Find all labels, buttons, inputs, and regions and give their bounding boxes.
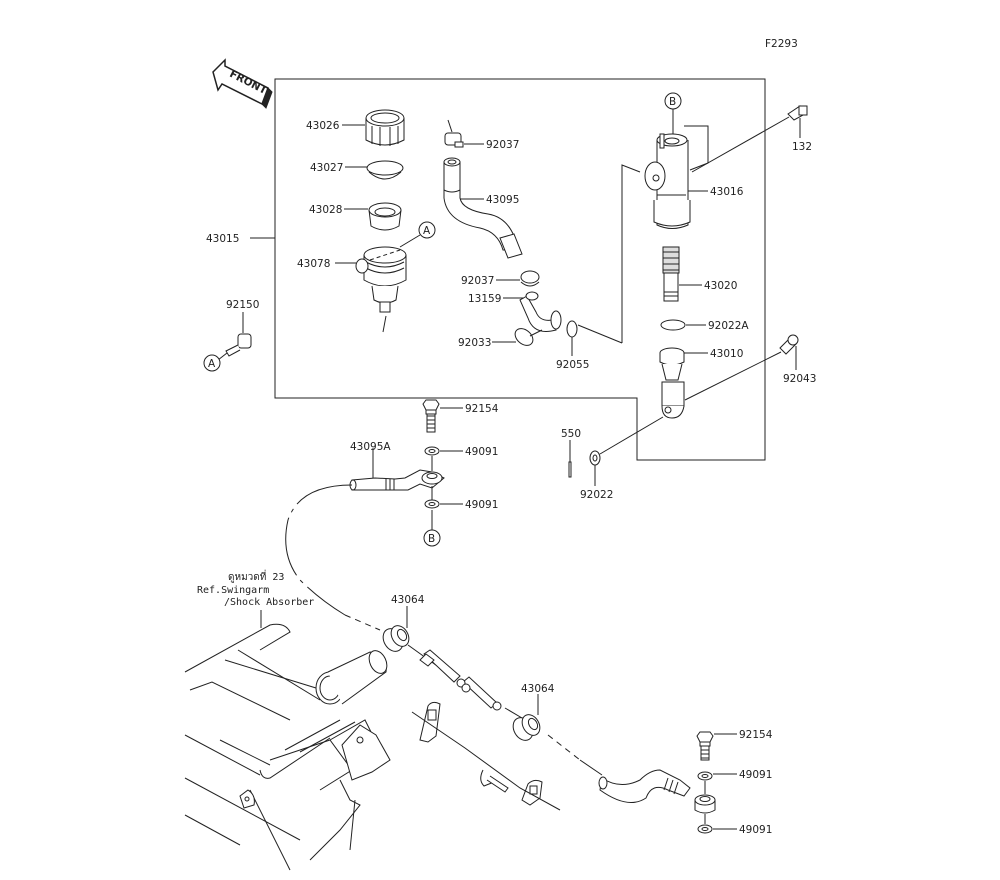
part-49091-washer-1[interactable] (424, 446, 440, 456)
part-92055-o-ring[interactable] (566, 320, 578, 338)
part-label-43026[interactable]: 43026 (306, 120, 340, 132)
part-92043-pin[interactable] (779, 334, 799, 355)
part-43027-diaphragm-plate[interactable] (366, 160, 404, 180)
hose-protector-tubes (419, 649, 502, 711)
part-550-cotter-pin[interactable] (568, 461, 572, 478)
part-label-43064-1[interactable]: 43064 (391, 594, 425, 606)
part-43078-reservoir[interactable] (355, 246, 407, 333)
part-label-49091-3[interactable]: 49091 (739, 769, 772, 781)
svg-text:B: B (428, 533, 435, 545)
part-92033-circlip[interactable] (512, 325, 536, 349)
part-label-92043[interactable]: 92043 (783, 373, 816, 385)
hose-clip-2 (480, 769, 509, 793)
part-43016-master-cylinder[interactable] (644, 133, 691, 229)
part-49091-washer-3[interactable] (697, 771, 713, 781)
front-arrow-icon: FRONT (212, 58, 273, 109)
part-label-43078[interactable]: 43078 (297, 258, 330, 270)
part-92037-clamp-lower[interactable] (520, 270, 540, 287)
swingarm-illustration (184, 623, 391, 871)
part-43064-grommet-1[interactable] (379, 622, 412, 654)
callout-a-reservoir[interactable] (418, 221, 436, 239)
part-92154-banjo-bolt-lower[interactable] (696, 731, 714, 761)
part-label-49091-2[interactable]: 49091 (465, 499, 498, 511)
hose-clip-3 (521, 779, 543, 806)
part-43020-piston-assembly[interactable] (662, 246, 680, 302)
part-label-43027[interactable]: 43027 (310, 162, 343, 174)
part-label-92154-upper[interactable]: 92154 (465, 403, 499, 415)
part-43064-grommet-2[interactable] (509, 711, 543, 743)
callout-b-lower[interactable] (423, 529, 441, 547)
part-label-43064-2[interactable]: 43064 (521, 683, 555, 695)
part-43095-reservoir-hose[interactable] (443, 157, 523, 259)
part-43028-diaphragm[interactable] (368, 202, 402, 231)
part-label-43028[interactable]: 43028 (309, 204, 342, 216)
figure-code: F2293 (765, 38, 798, 50)
part-label-92154-lower[interactable]: 92154 (739, 729, 773, 741)
part-49091-washer-2[interactable] (424, 499, 440, 509)
part-43010-push-rod[interactable] (659, 347, 685, 419)
part-92154-banjo-bolt-upper[interactable] (422, 399, 440, 433)
part-label-92150[interactable]: 92150 (226, 299, 259, 311)
ref-note-shock-absorber[interactable]: /Shock Absorber (224, 597, 314, 608)
svg-text:B: B (669, 96, 676, 108)
part-92037-clamp-top[interactable] (444, 132, 464, 148)
ref-note-thai: ดูหมวดที่ 23 (228, 569, 284, 583)
hose-clip-1 (419, 701, 441, 743)
part-49091-washer-4[interactable] (697, 824, 713, 834)
part-92022A-circlip[interactable] (660, 319, 686, 331)
part-label-92055[interactable]: 92055 (556, 359, 589, 371)
part-label-43015[interactable]: 43015 (206, 233, 239, 245)
part-label-49091-4[interactable]: 49091 (739, 824, 772, 836)
part-label-13159[interactable]: 13159 (468, 293, 501, 305)
part-label-43016[interactable]: 43016 (710, 186, 744, 198)
ref-note-swingarm[interactable]: Ref.Swingarm (197, 585, 269, 596)
part-92150-bolt[interactable] (225, 333, 252, 357)
part-label-49091-1[interactable]: 49091 (465, 446, 498, 458)
part-label-92037-lower[interactable]: 92037 (461, 275, 494, 287)
part-label-550[interactable]: 550 (561, 428, 581, 440)
part-label-43010[interactable]: 43010 (710, 348, 743, 360)
part-label-43095[interactable]: 43095 (486, 194, 519, 206)
svg-text:A: A (208, 358, 216, 370)
part-label-92037-top[interactable]: 92037 (486, 139, 519, 151)
part-label-43095A[interactable]: 43095A (350, 441, 391, 453)
assembly-frame (274, 78, 766, 461)
part-132-bolt[interactable] (787, 105, 808, 121)
part-label-43020[interactable]: 43020 (704, 280, 737, 292)
part-92022-washer[interactable] (589, 450, 601, 466)
svg-text:A: A (423, 225, 431, 237)
callout-a-bolt[interactable] (203, 354, 221, 372)
part-43095A-brake-hose[interactable] (349, 469, 445, 491)
part-label-92033[interactable]: 92033 (458, 337, 491, 349)
part-13159-fitting[interactable] (519, 291, 562, 332)
part-43026-cap[interactable] (365, 109, 405, 146)
lower-hose-end (598, 769, 691, 803)
part-label-92022[interactable]: 92022 (580, 489, 613, 501)
part-label-132[interactable]: 132 (792, 141, 812, 153)
lower-banjo-fitting (694, 794, 716, 814)
part-label-92022A[interactable]: 92022A (708, 320, 749, 332)
